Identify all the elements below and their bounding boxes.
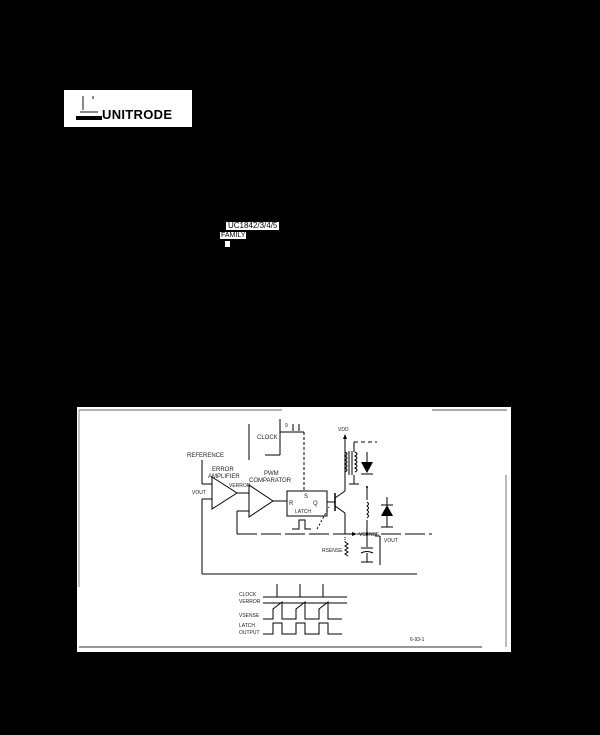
vsense-label: VSENSE [359, 532, 380, 538]
latch-r-label: R [289, 501, 294, 507]
logo-brand-text: UNITRODE [102, 107, 173, 122]
latch-s-label: S [304, 494, 308, 500]
block-diagram: CLOCK 9 REFERENCE ERROR AMPLIFIER VOUT V… [78, 409, 507, 648]
figure-id-label: 6-93-1 [410, 637, 425, 643]
svg-text:9: 9 [285, 423, 288, 429]
vdd-label: VDD [338, 427, 349, 433]
pwm-label-2: COMPARATOR [249, 478, 292, 484]
part-number-label: UC1842/3/4/5 [226, 221, 280, 230]
error-amp-label-1: ERROR [212, 467, 234, 473]
error-amp-label-2: AMPLIFIER [208, 474, 240, 480]
latch-q-label: Q [313, 501, 318, 507]
part-family-label: FAMILY [220, 232, 247, 239]
figure-panel: CLOCK 9 REFERENCE ERROR AMPLIFIER VOUT V… [77, 407, 511, 652]
clock-label: CLOCK [257, 435, 278, 441]
vout-label: VOUT [384, 538, 398, 544]
latch-label: LATCH [295, 509, 311, 515]
timing-verror-label: VERROR [239, 599, 261, 605]
reference-label: REFERENCE [187, 453, 224, 459]
unitrode-logo: UNITRODE [64, 90, 192, 127]
timing-latch-label-2: OUTPUT [239, 630, 260, 636]
timing-vsense-label: VSENSE [239, 613, 260, 619]
timing-clock-label: CLOCK [239, 592, 257, 598]
part-marker [225, 241, 230, 247]
pwm-label-1: PWM [264, 471, 279, 477]
timing-latch-label-1: LATCH [239, 623, 255, 629]
logo-mark-icon [80, 96, 98, 113]
rsense-label: RSENSE [322, 548, 343, 554]
vout-in-label: VOUT [192, 490, 206, 496]
verror-label: VERROR [229, 483, 251, 489]
logo-bar [76, 116, 102, 120]
